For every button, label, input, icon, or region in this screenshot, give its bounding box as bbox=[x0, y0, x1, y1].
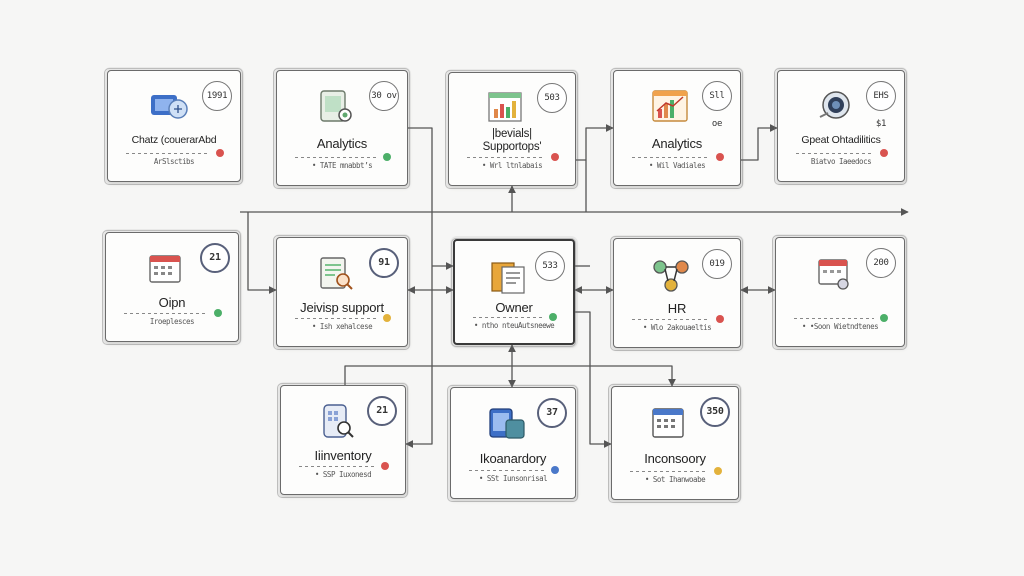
node-subtitle: • •Soon Wietndtenes bbox=[801, 322, 879, 331]
node-title: Iiinventory bbox=[314, 447, 372, 463]
node-card-n10[interactable]: 200 • •Soon Wietndtenes bbox=[772, 235, 907, 350]
separator-line bbox=[630, 471, 708, 472]
status-dot bbox=[214, 309, 222, 317]
node-title: |bevials| Supportops' bbox=[482, 127, 542, 153]
calendar-wrench-icon bbox=[818, 259, 849, 290]
status-dot bbox=[551, 466, 559, 474]
connector-line bbox=[741, 124, 778, 161]
node-card-n2[interactable]: 30 ov Analytics • TATE mnabbt’s bbox=[273, 68, 410, 189]
node-title: Ikoanardory bbox=[479, 450, 547, 466]
status-dot bbox=[549, 313, 557, 321]
status-dot bbox=[880, 149, 888, 157]
count-badge: 21 bbox=[200, 243, 230, 273]
status-dot bbox=[383, 153, 391, 161]
count-badge: 019 bbox=[702, 249, 732, 279]
status-dot bbox=[383, 314, 391, 322]
status-dot bbox=[551, 153, 559, 161]
status-dot bbox=[216, 149, 224, 157]
chat-support-icon bbox=[151, 95, 188, 119]
separator-line bbox=[126, 153, 210, 154]
node-title: HR bbox=[667, 300, 687, 316]
node-subtitle: Biatvo Iaeedocs bbox=[810, 157, 872, 166]
node-subtitle: • TATE mnabbt’s bbox=[311, 161, 373, 170]
connector-line bbox=[247, 212, 277, 294]
separator-line bbox=[295, 157, 377, 158]
node-subtitle: • SSt Iunsonrisal bbox=[478, 474, 548, 483]
folder-documents-icon bbox=[491, 262, 525, 294]
connector-line bbox=[576, 124, 614, 161]
status-dot bbox=[714, 467, 722, 475]
count-badge: 37 bbox=[537, 398, 567, 428]
calendar-icon bbox=[149, 255, 181, 283]
node-title: Jeivisp support bbox=[300, 299, 384, 315]
node-subtitle: Iroeplesces bbox=[149, 317, 195, 326]
count-badge: 503 bbox=[537, 83, 567, 113]
tablet-device-icon bbox=[489, 408, 525, 439]
node-title: Chatz (couerarAbd bbox=[131, 133, 217, 146]
node-title: Oipn bbox=[158, 294, 186, 310]
node-subtitle: ArSlsctibs bbox=[153, 157, 195, 166]
count-badge: 21 bbox=[367, 396, 397, 426]
count-badge: 350 bbox=[700, 397, 730, 427]
network-tools-icon bbox=[653, 260, 689, 292]
status-dot bbox=[381, 462, 389, 470]
separator-line bbox=[469, 470, 545, 471]
spreadsheet-chart-icon bbox=[488, 92, 522, 122]
separator-line bbox=[473, 317, 543, 318]
node-title: Analytics bbox=[316, 135, 368, 151]
separator-line bbox=[124, 313, 208, 314]
separator-line bbox=[295, 318, 377, 319]
count-badge: 1991 bbox=[202, 81, 232, 111]
connector-line bbox=[405, 127, 433, 448]
separator-line bbox=[299, 466, 375, 467]
node-title: Gpeat Ohtadilitics bbox=[801, 133, 881, 146]
node-title: Inconsoory bbox=[644, 450, 706, 466]
count-badge: 91 bbox=[369, 248, 399, 278]
separator-line bbox=[467, 157, 545, 158]
analytics-chart-icon bbox=[652, 90, 688, 122]
document-search-icon bbox=[320, 257, 353, 290]
count-badge: Sll oe bbox=[702, 81, 732, 129]
node-card-n3[interactable]: 503 |bevials| Supportops' • Wrl ltnlabais bbox=[445, 70, 578, 189]
count-badge: 30 ov bbox=[369, 81, 399, 111]
separator-line bbox=[796, 153, 874, 154]
node-title: Owner bbox=[495, 300, 533, 316]
node-subtitle: • Sot Ihanwoabe bbox=[644, 475, 706, 484]
node-subtitle: • ntho nteuAutsneewe bbox=[473, 321, 555, 330]
count-badge: EHS $1 bbox=[866, 81, 896, 129]
status-dot bbox=[716, 153, 724, 161]
node-subtitle: • Wlo 2akouaeltis bbox=[642, 323, 712, 332]
separator-line bbox=[794, 318, 874, 319]
status-dot bbox=[716, 315, 724, 323]
calendar-planner-icon bbox=[652, 408, 684, 438]
node-title: Analytics bbox=[651, 135, 703, 151]
connector-line bbox=[344, 365, 676, 387]
node-card-n4[interactable]: Sll oe Analytics • Wil Vadiales bbox=[610, 68, 743, 189]
camera-lens-icon bbox=[819, 91, 850, 119]
status-dot bbox=[880, 314, 888, 322]
node-subtitle: • Ish xehalcese bbox=[311, 322, 373, 331]
count-badge: 200 bbox=[866, 248, 896, 278]
node-subtitle: • Wrl ltnlabais bbox=[481, 161, 543, 170]
separator-line bbox=[632, 157, 710, 158]
separator-line bbox=[632, 319, 710, 320]
analytics-tablet-icon bbox=[320, 90, 352, 122]
phone-search-icon bbox=[323, 404, 354, 438]
count-badge: 533 bbox=[535, 251, 565, 281]
node-subtitle: • SSP Iuxonesd bbox=[314, 470, 372, 479]
node-subtitle: • Wil Vadiales bbox=[648, 161, 706, 170]
